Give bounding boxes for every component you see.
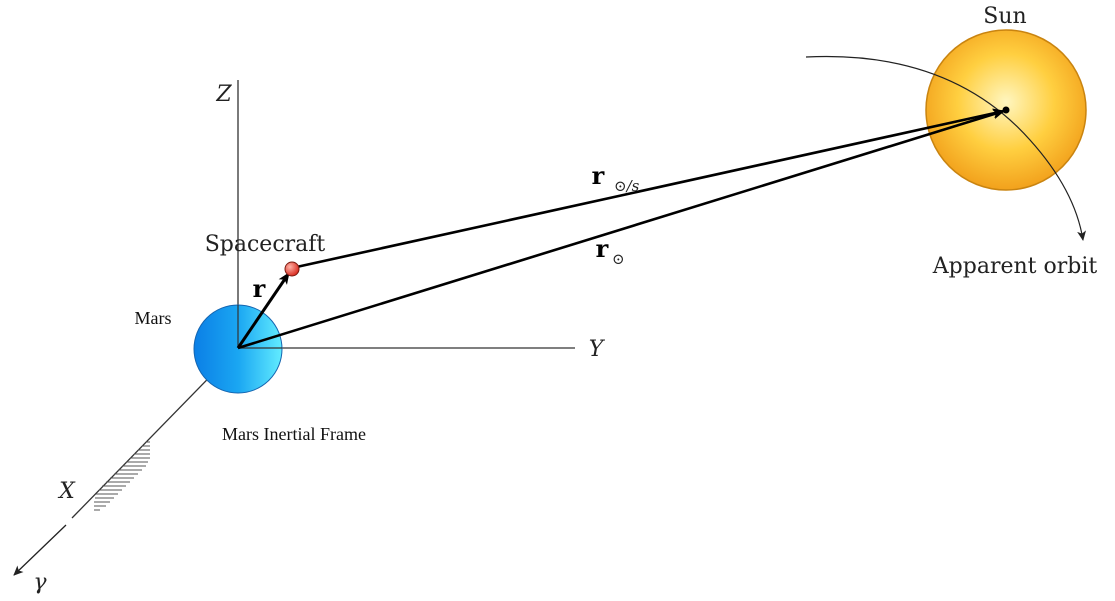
z-axis-label: Z [215,82,232,107]
r-label: r [253,274,266,303]
svg-text:r: r [592,161,605,190]
spacecraft-label: Spacecraft [205,232,326,257]
frame-label: Mars Inertial Frame [222,424,366,444]
apparent-orbit-arc [805,55,1087,241]
r-vector [236,272,291,349]
sun-label: Sun [983,4,1026,29]
r-sun-vector [237,109,1005,350]
gamma-label: γ [33,570,47,595]
spacecraft-body [284,261,300,277]
x-axis-extension [13,524,67,576]
r-sun-s-vector [291,108,1005,270]
r-sun-label: r ⊙ [596,234,625,268]
svg-text:⊙/s: ⊙/s [614,177,640,195]
r-sun-s-label: r ⊙/s [592,161,640,195]
x-axis-label: X [57,479,76,504]
svg-text:r: r [596,234,609,263]
apparent-orbit-label: Apparent orbit [932,254,1098,279]
x-axis-hatching [94,441,150,511]
svg-text:⊙: ⊙ [612,250,625,268]
y-axis-label: Y [589,337,606,362]
mars-label: Mars [135,308,172,328]
